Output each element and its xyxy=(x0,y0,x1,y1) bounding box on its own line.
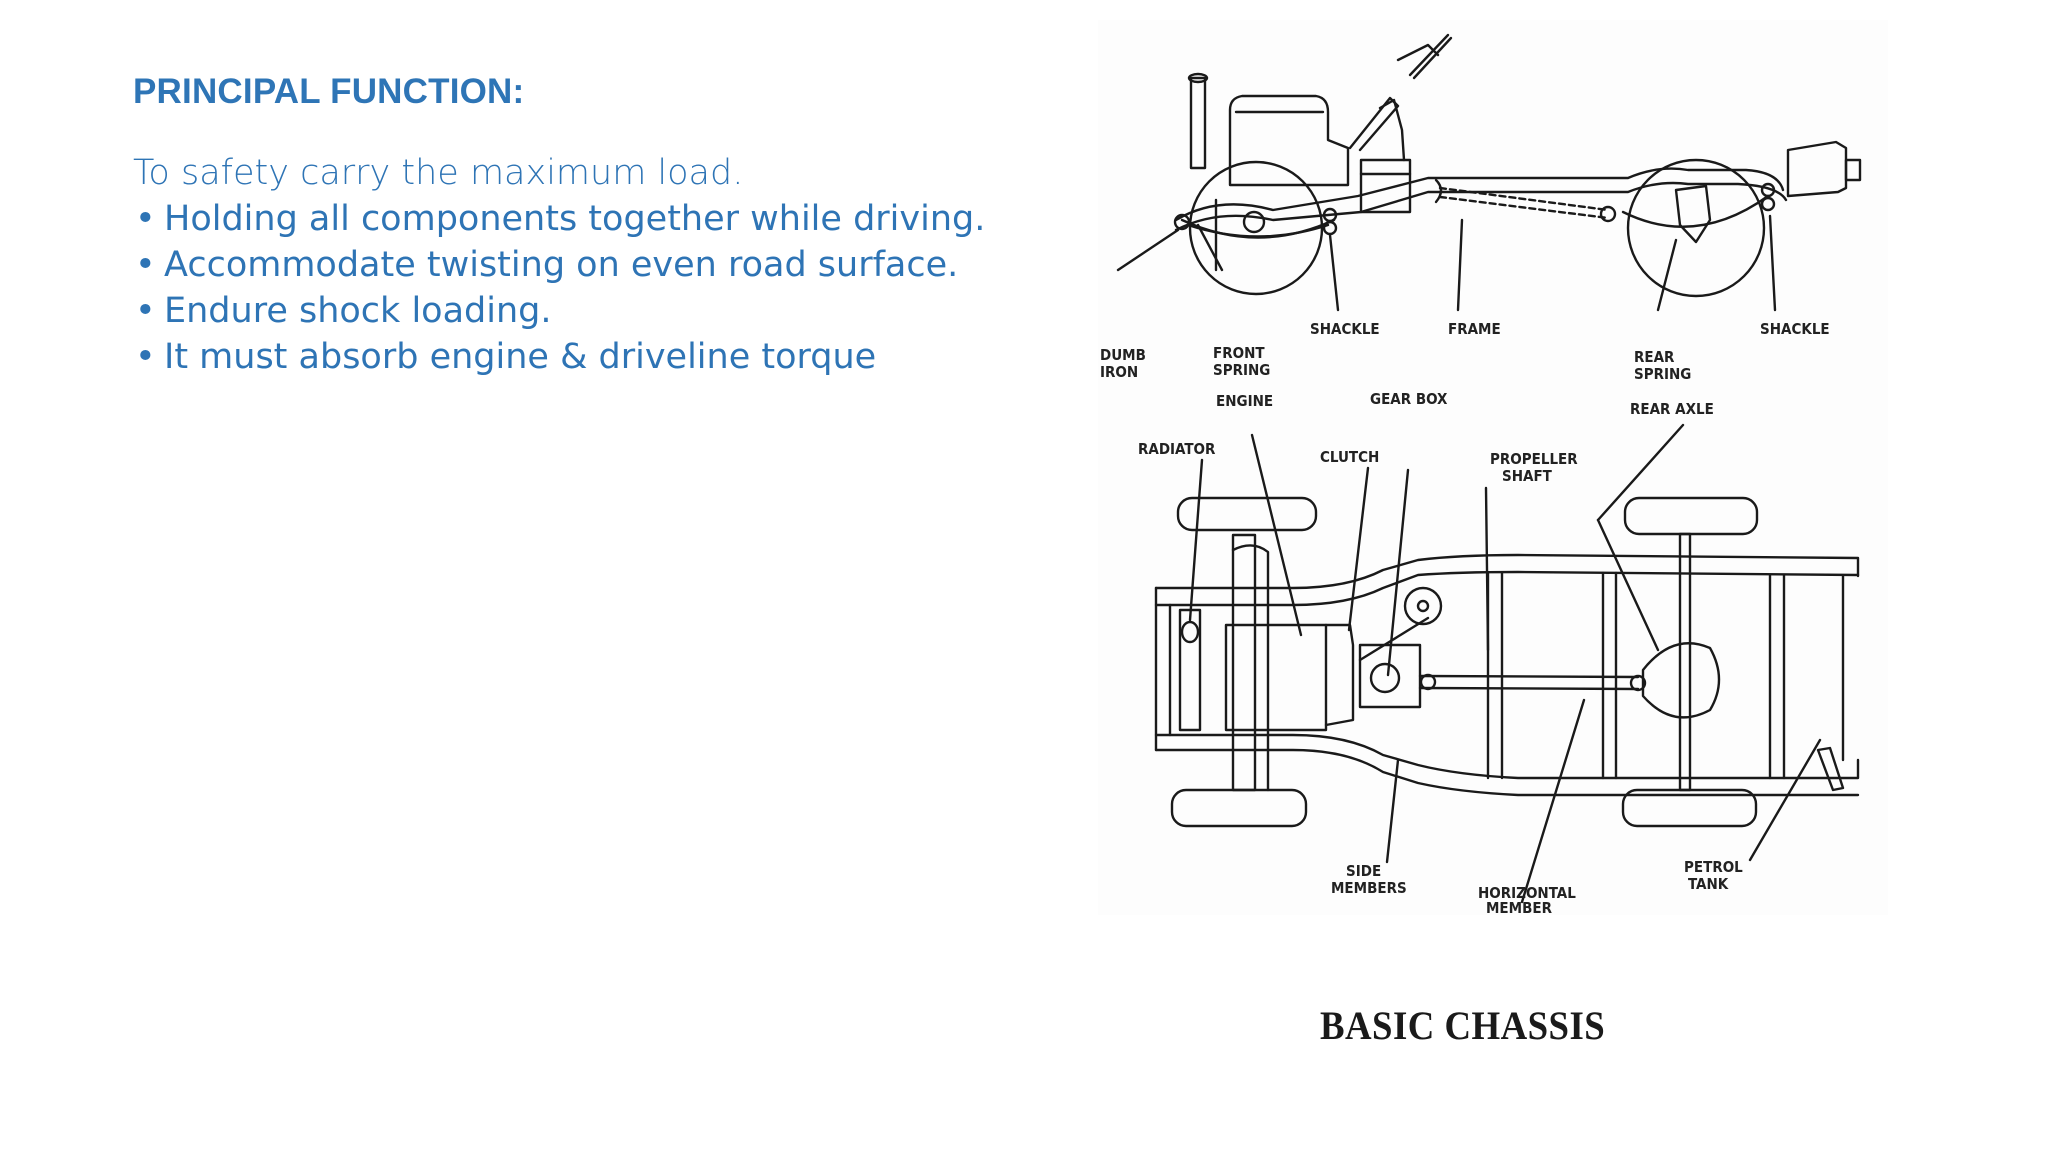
figure-caption: BASIC CHASSIS xyxy=(1320,1003,1606,1048)
label-side-members: SIDE xyxy=(1346,862,1381,880)
label-propeller-shaft: PROPELLER xyxy=(1490,450,1578,468)
bullet-item: Holding all components together while dr… xyxy=(133,196,1073,242)
label-clutch: CLUTCH xyxy=(1320,448,1379,466)
label-rear-spring: REAR xyxy=(1634,348,1675,366)
label-front-spring: SPRING xyxy=(1213,361,1270,379)
chassis-diagram: DUMB IRON FRONT SPRING SHACKLE FRAME REA… xyxy=(1098,20,1888,915)
label-side-members: MEMBERS xyxy=(1331,879,1407,897)
label-engine: ENGINE xyxy=(1216,392,1273,410)
bullet-item: Accommodate twisting on even road surfac… xyxy=(133,242,1073,288)
side-view-drawing xyxy=(1116,33,1862,312)
label-radiator: RADIATOR xyxy=(1138,440,1216,458)
label-shackle-rear: SHACKLE xyxy=(1760,320,1830,338)
bullet-item: Endure shock loading. xyxy=(133,288,1073,334)
bullet-list: Holding all components together while dr… xyxy=(133,196,1073,380)
label-rear-axle: REAR AXLE xyxy=(1630,400,1714,418)
label-petrol-tank: TANK xyxy=(1688,875,1729,893)
label-petrol-tank: PETROL xyxy=(1684,858,1743,876)
top-view-drawing xyxy=(1154,423,1860,904)
section-heading: PRINCIPAL FUNCTION: xyxy=(133,72,525,111)
label-propeller-shaft: SHAFT xyxy=(1502,467,1553,485)
intro-line: To safety carry the maximum load. xyxy=(133,153,744,193)
label-horizontal-member: MEMBER xyxy=(1486,899,1553,915)
bullet-item: It must absorb engine & driveline torque xyxy=(133,334,1073,380)
label-dumb-iron: IRON xyxy=(1100,363,1138,381)
label-front-spring: FRONT xyxy=(1213,344,1265,362)
label-rear-spring: SPRING xyxy=(1634,365,1691,383)
text-block: PRINCIPAL FUNCTION: To safety carry the … xyxy=(133,72,1073,380)
label-dumb-iron: DUMB xyxy=(1100,346,1146,364)
label-gear-box: GEAR BOX xyxy=(1370,390,1448,408)
label-frame: FRAME xyxy=(1448,320,1501,338)
label-horizontal-member: HORIZONTAL xyxy=(1478,884,1576,902)
label-shackle-front: SHACKLE xyxy=(1310,320,1380,338)
